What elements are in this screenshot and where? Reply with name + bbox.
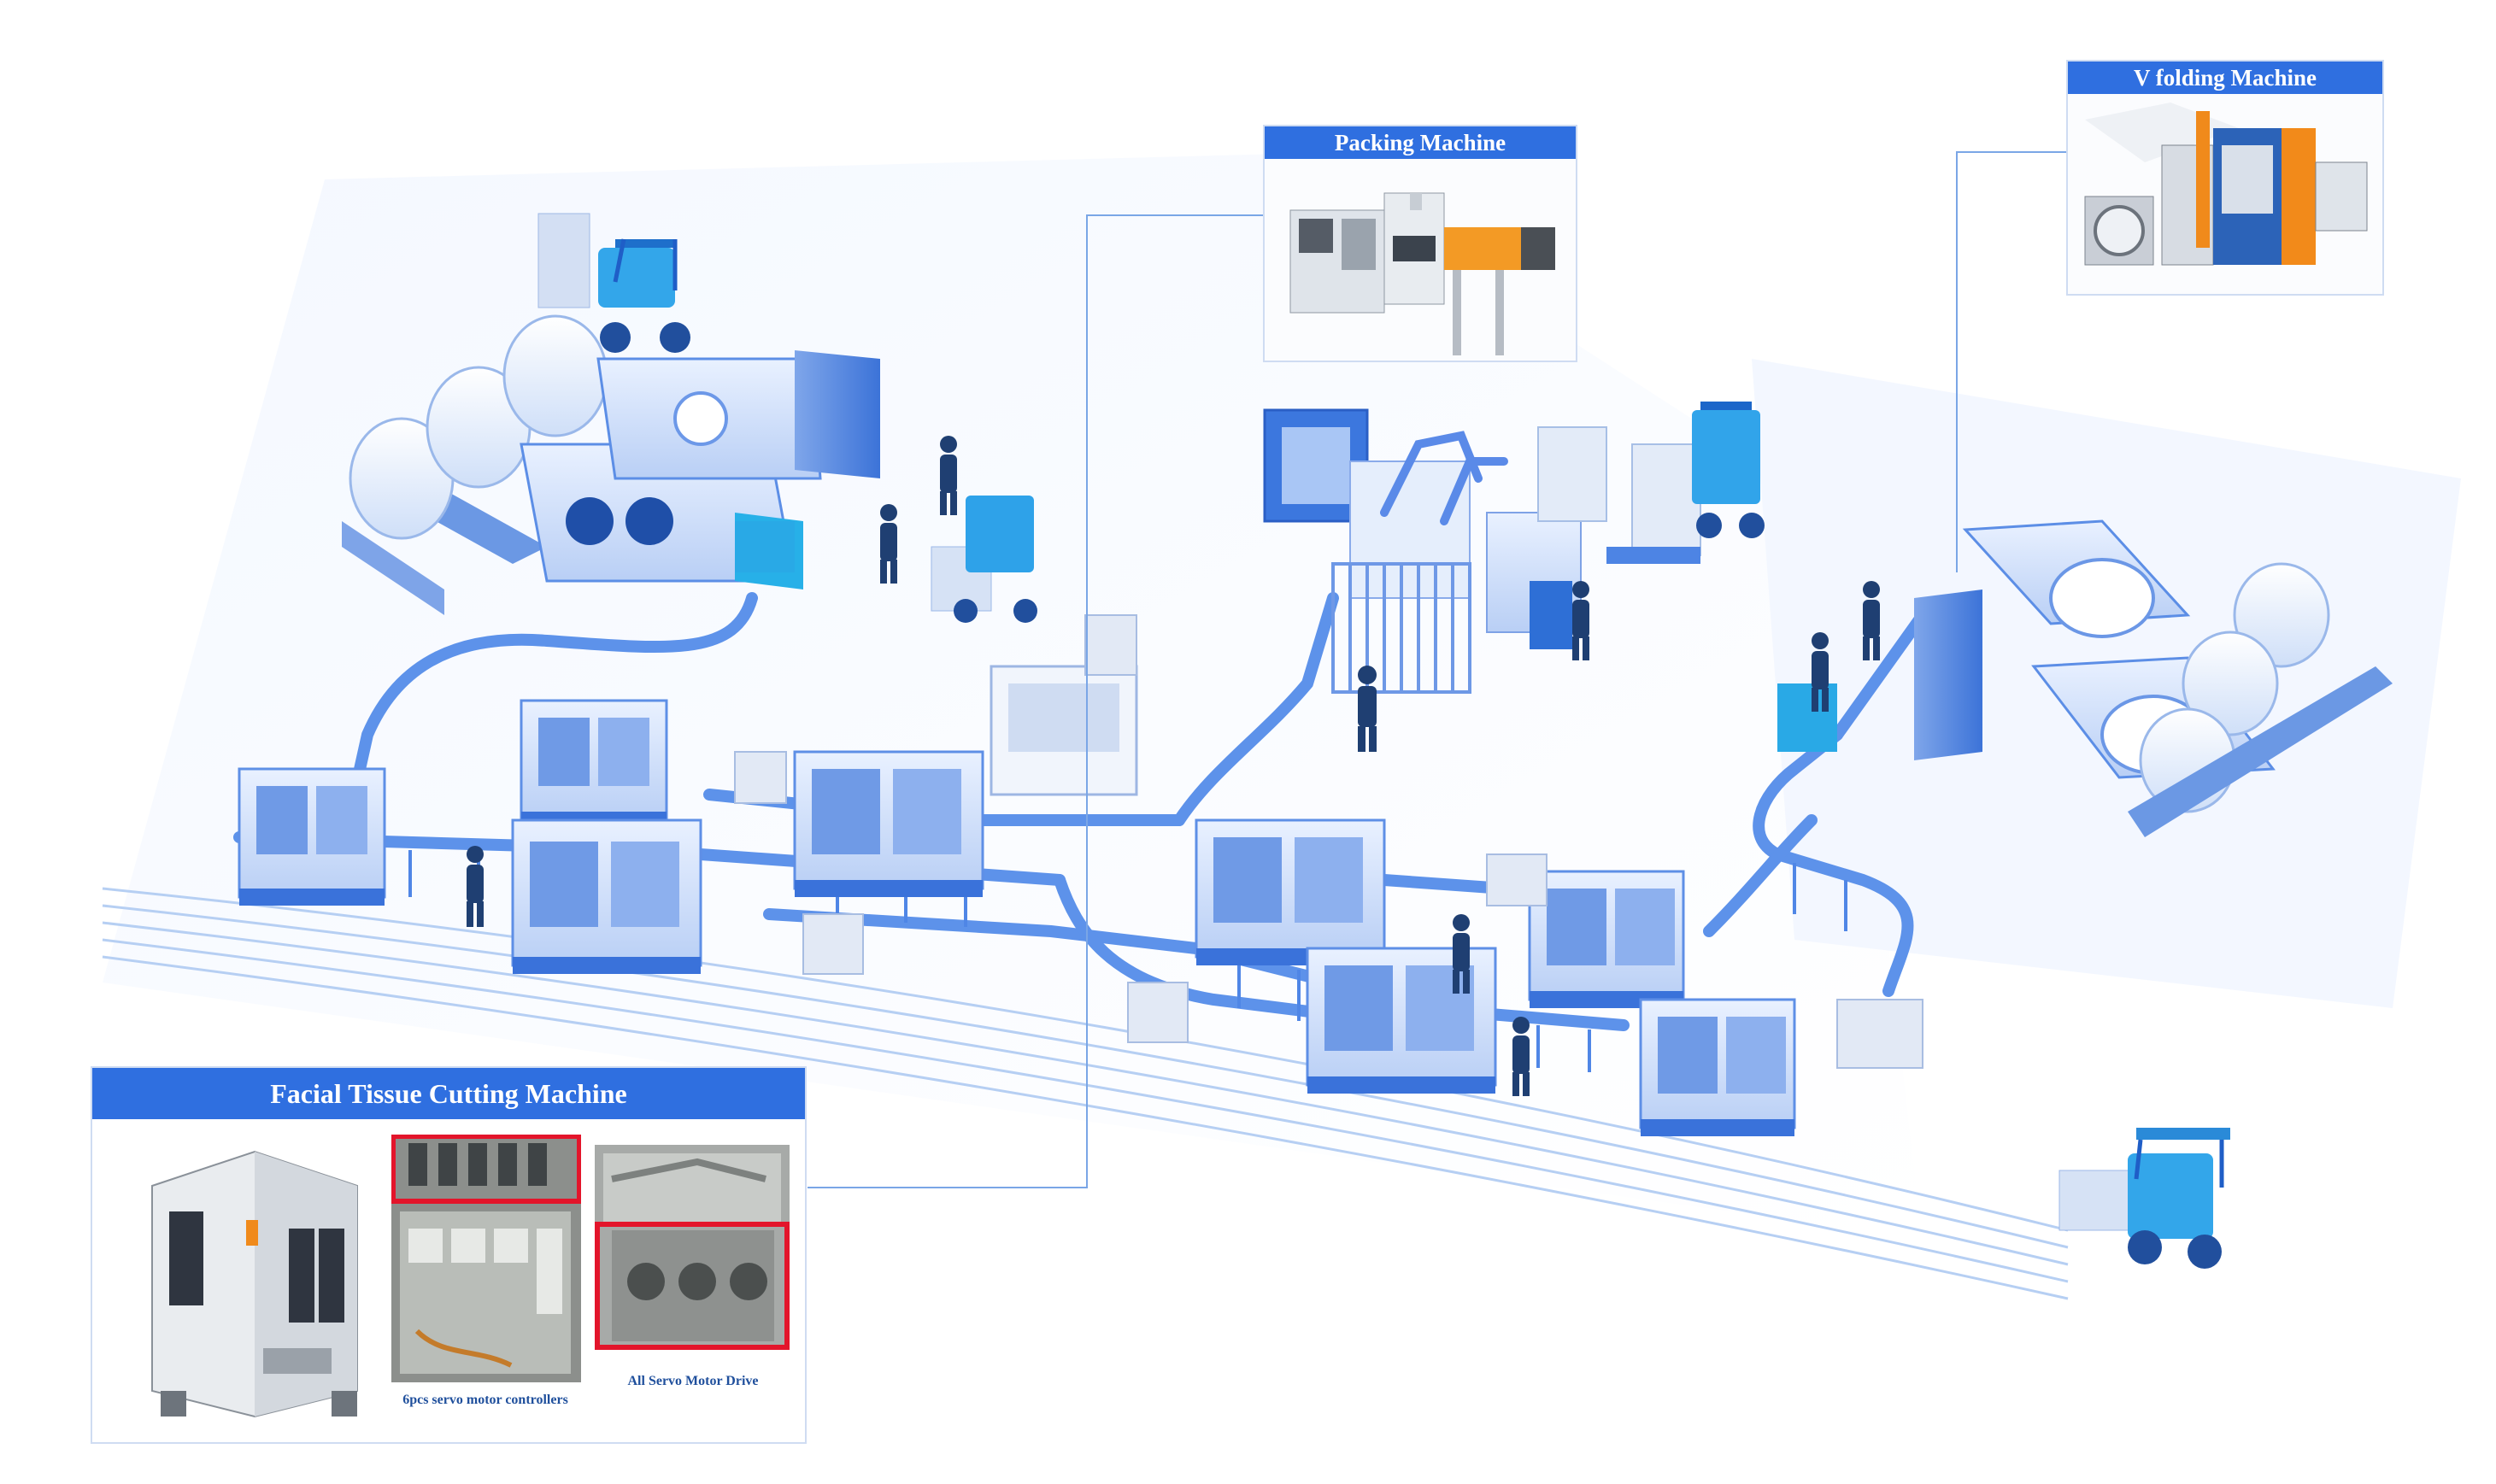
worker-icon (1572, 581, 1589, 660)
servo-motor-drive-photo (595, 1145, 790, 1350)
worker-icon (1812, 632, 1829, 712)
servo-controllers-highlight (391, 1135, 581, 1204)
facial-tissue-cutting-machine-callout: Facial Tissue Cutting Machine 6pcs servo… (91, 1066, 807, 1444)
servo-motor-drive-caption: All Servo Motor Drive (627, 1374, 759, 1388)
v-folding-machine-title: V folding Machine (2068, 62, 2382, 94)
machine-block (990, 665, 1138, 796)
worker-icon (1863, 581, 1880, 660)
packing-machine-callout: Packing Machine (1263, 125, 1577, 362)
v-folding-machine-photo (2068, 94, 2382, 294)
worker-icon (940, 436, 957, 515)
worker-icon (1453, 914, 1470, 994)
floor-lines (102, 887, 2069, 1300)
worker-icon (1512, 1017, 1530, 1096)
machine-block (238, 767, 386, 906)
servo-controllers-photo (391, 1135, 581, 1382)
machine-block (1528, 870, 1685, 1008)
machine-block (793, 750, 984, 897)
machine-block (511, 818, 702, 974)
forklift-icon (931, 496, 1037, 623)
worker-icon (880, 504, 897, 584)
facial-tissue-cutting-machine-title: Facial Tissue Cutting Machine (92, 1068, 805, 1119)
machine-block (1195, 818, 1386, 965)
v-folding-machine-callout: V folding Machine (2066, 60, 2384, 296)
servo-motor-drive-highlight (595, 1222, 790, 1350)
carton-stack (1537, 426, 1701, 564)
roll-unwinder-left (342, 314, 880, 615)
worker-icon (467, 846, 484, 927)
packing-robot-cell (1263, 408, 1582, 694)
machine-block (1639, 998, 1796, 1136)
facial-tissue-cutting-machine-photo (151, 1150, 358, 1418)
servo-controllers-caption: 6pcs servo motor controllers (402, 1393, 568, 1407)
packing-machine-title: Packing Machine (1265, 126, 1576, 159)
forklift-icon (537, 213, 690, 353)
carton-stack (734, 614, 1923, 1069)
worker-icon (1358, 666, 1377, 752)
forklift-icon (1692, 402, 1765, 538)
roll-unwinder-right (1777, 519, 2393, 837)
machine-block (520, 699, 668, 829)
forklift-icon (2058, 1128, 2230, 1269)
packing-machine-photo (1265, 159, 1576, 361)
callout-leader-lines (808, 151, 2075, 1188)
